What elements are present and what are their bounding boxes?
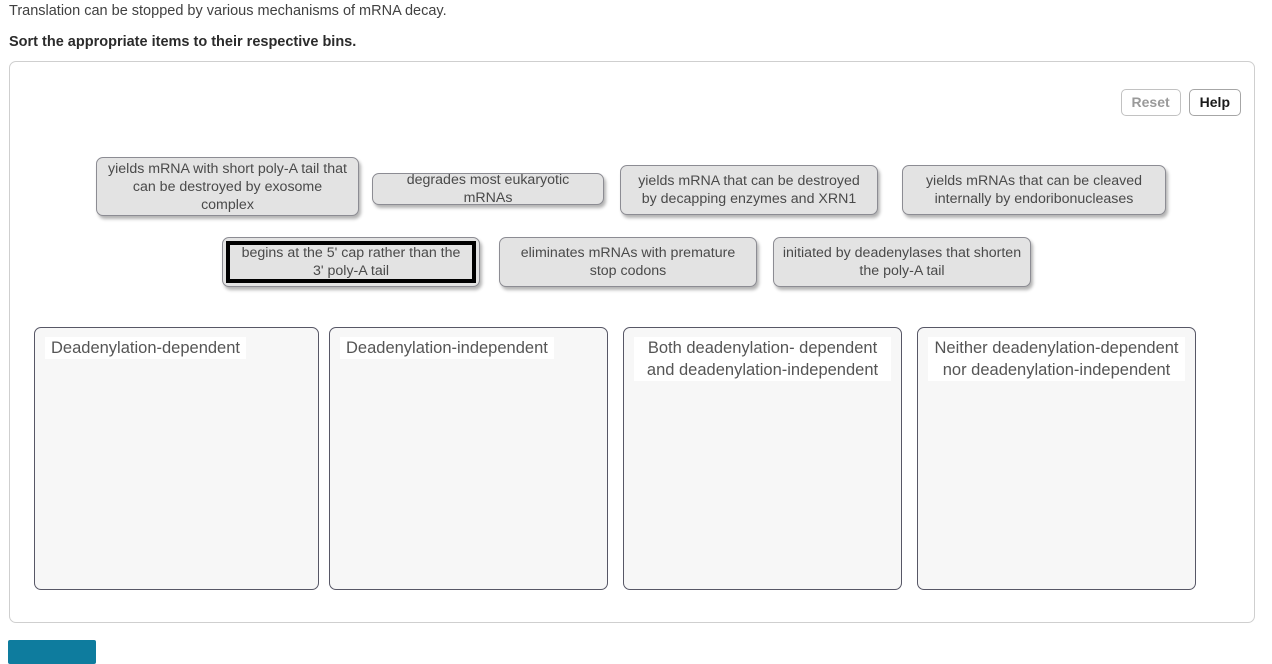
draggable-item-label: begins at the 5' cap rather than the 3' … bbox=[226, 241, 476, 283]
reset-button[interactable]: Reset bbox=[1120, 89, 1181, 116]
question-context-text: Translation can be stopped by various me… bbox=[9, 3, 447, 19]
activity-toolbar: Reset Help bbox=[1120, 89, 1241, 116]
drop-bin-deadenylation-independent[interactable]: Deadenylation-independent bbox=[329, 327, 608, 590]
draggable-item-label: yields mRNAs that can be cleaved interna… bbox=[925, 173, 1143, 207]
draggable-item[interactable]: degrades most eukaryotic mRNAs bbox=[372, 172, 604, 206]
drop-bin-deadenylation-dependent[interactable]: Deadenylation-dependent bbox=[34, 327, 319, 590]
draggable-item-label: eliminates mRNAs with premature stop cod… bbox=[520, 245, 736, 279]
draggable-item-label: yields mRNA with short poly-A tail that … bbox=[108, 160, 347, 213]
draggable-item-label: initiated by deadenylases that shorten t… bbox=[782, 245, 1022, 279]
draggable-item[interactable]: yields mRNA that can be destroyed by dec… bbox=[620, 165, 878, 215]
draggable-item-label: yields mRNA that can be destroyed by dec… bbox=[638, 173, 860, 207]
draggable-item-selected[interactable]: begins at the 5' cap rather than the 3' … bbox=[222, 237, 480, 287]
drop-bin-label: Both deadenylation- dependent and deaden… bbox=[634, 337, 891, 381]
submit-button[interactable] bbox=[8, 640, 96, 664]
draggable-item[interactable]: eliminates mRNAs with premature stop cod… bbox=[499, 237, 757, 287]
drop-bin-neither[interactable]: Neither deadenylation-dependent nor dead… bbox=[917, 327, 1196, 590]
draggable-item[interactable]: yields mRNA with short poly-A tail that … bbox=[96, 157, 359, 216]
draggable-item-label: degrades most eukaryotic mRNAs bbox=[406, 172, 570, 206]
question-instruction-text: Sort the appropriate items to their resp… bbox=[9, 34, 357, 50]
help-button[interactable]: Help bbox=[1188, 89, 1241, 116]
draggable-item[interactable]: initiated by deadenylases that shorten t… bbox=[773, 237, 1031, 287]
drop-bin-label: Deadenylation-independent bbox=[340, 337, 554, 359]
drop-bin-label: Neither deadenylation-dependent nor dead… bbox=[928, 337, 1185, 381]
drop-bin-label: Deadenylation-dependent bbox=[45, 337, 246, 359]
draggable-item[interactable]: yields mRNAs that can be cleaved interna… bbox=[902, 165, 1166, 215]
sorting-activity-panel: Reset Help yields mRNA with short poly-A… bbox=[9, 61, 1255, 623]
drop-bin-both[interactable]: Both deadenylation- dependent and deaden… bbox=[623, 327, 902, 590]
